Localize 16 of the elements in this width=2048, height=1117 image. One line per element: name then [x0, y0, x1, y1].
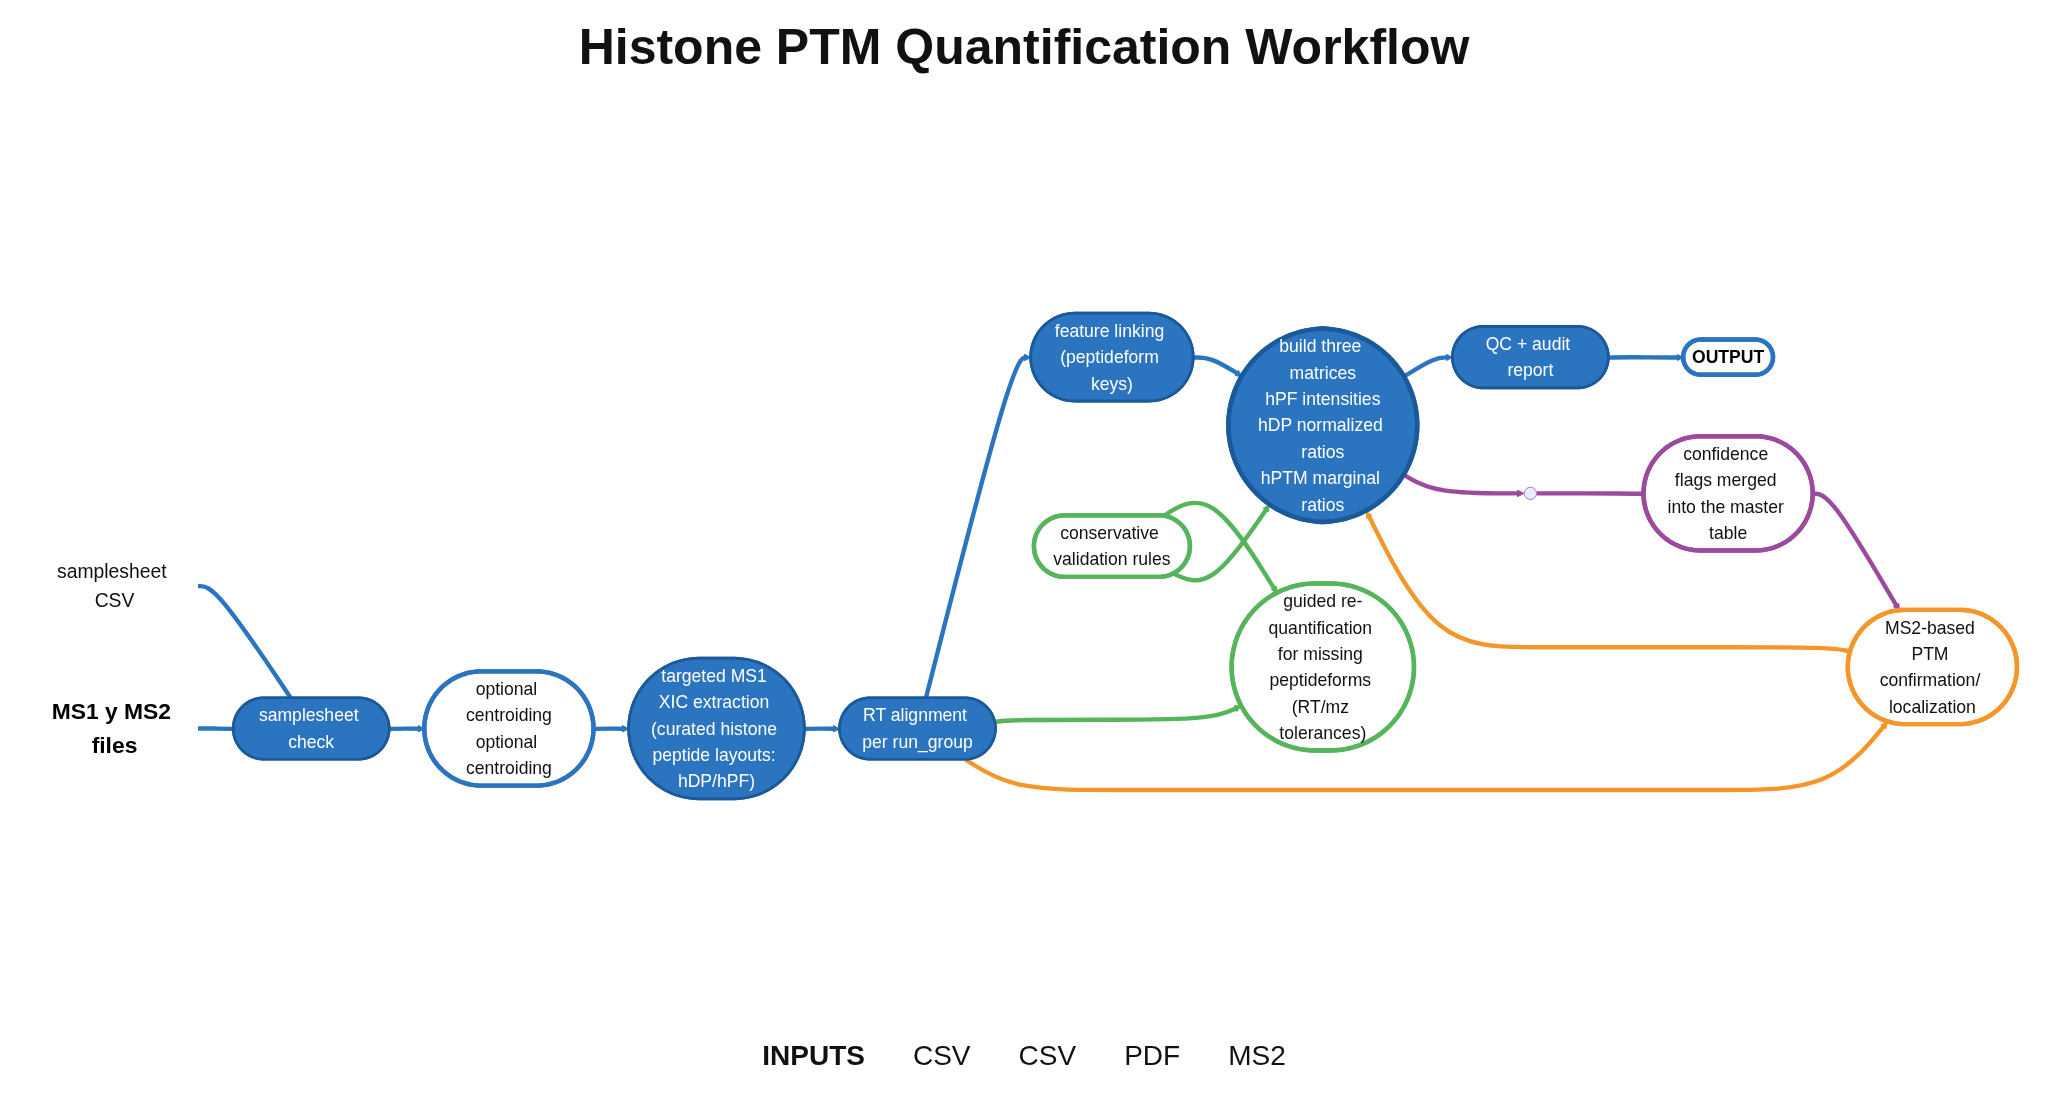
title: Histone PTM Quantification Workflow: [578, 18, 1470, 76]
node-text: samplesheet CSV: [57, 560, 167, 612]
arrow: [1403, 473, 1525, 498]
text-label: CSV: [1018, 1040, 1077, 1072]
connector: [198, 726, 234, 732]
text-label: CSV: [912, 1040, 971, 1072]
arrow: [964, 721, 1889, 793]
text-label: PDF: [1124, 1040, 1181, 1072]
arrow: [1813, 491, 1900, 611]
arrow: [1172, 504, 1270, 583]
arrow: [1193, 355, 1243, 377]
node-circle: [1523, 486, 1537, 500]
section-heading: INPUTS: [762, 1040, 865, 1072]
node-text: MS1 y MS2 files: [51, 697, 172, 759]
arrow: [994, 705, 1242, 724]
text-label: MS2: [1228, 1040, 1286, 1072]
